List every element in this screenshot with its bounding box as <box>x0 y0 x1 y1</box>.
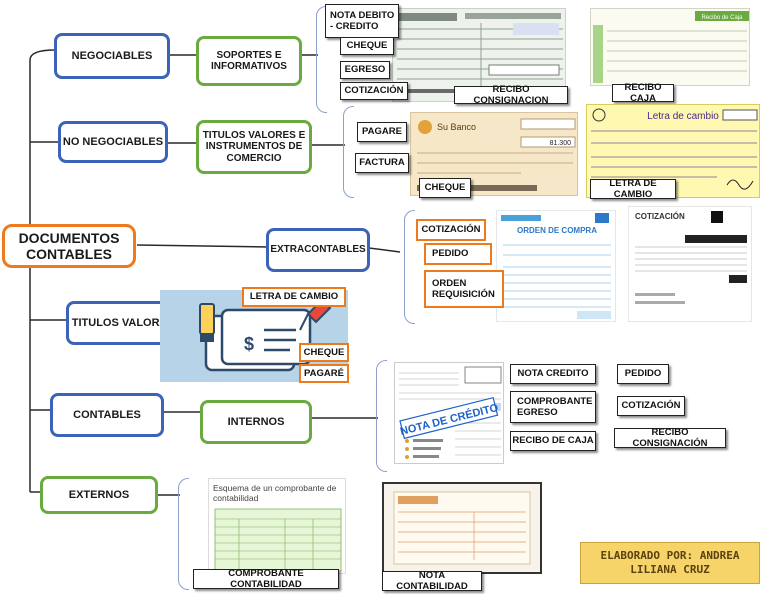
brace-internos <box>376 360 387 472</box>
credit-label: ELABORADO POR: ANDREA LILIANA CRUZ <box>600 549 740 576</box>
orden-title: ORDEN DE COMPRA <box>517 226 597 235</box>
label-cotizacion-3[interactable]: COTIZACIÓN <box>617 396 685 416</box>
sub-titulos-instrumentos[interactable]: TITULOS VALORES E INSTRUMENTOS DE COMERC… <box>196 120 312 174</box>
sub-titulos-instrumentos-label: TITULOS VALORES E INSTRUMENTOS DE COMERC… <box>202 129 306 164</box>
branch-externos-label: EXTERNOS <box>68 488 130 501</box>
bank-name: Su Banco <box>437 122 476 132</box>
brace-extracontables <box>404 210 415 324</box>
label-recibo-de-caja[interactable]: RECIBO DE CAJA <box>510 431 596 451</box>
cotizacion-title: COTIZACIÓN <box>635 212 685 221</box>
branch-no-negociables[interactable]: NO NEGOCIABLES <box>58 121 168 163</box>
comprobante-contabilidad-image: Esquema de un comprobante de contabilida… <box>208 478 346 574</box>
label-cheque[interactable]: CHEQUE <box>340 37 394 55</box>
label-nota-debito[interactable]: NOTA DEBITO - CREDITO <box>325 4 399 38</box>
sub-extracontables[interactable]: EXTRACONTABLES <box>266 228 370 272</box>
sub-soportes[interactable]: SOPORTES E INFORMATIVOS <box>196 36 302 86</box>
label-recibo-caja[interactable]: RECIBO CAJA <box>612 82 674 104</box>
label-letra-cambio-2[interactable]: LETRA DE CAMBIO <box>242 287 346 307</box>
label-letra-cambio[interactable]: LETRA DE CAMBIO <box>590 178 676 200</box>
sub-soportes-label: SOPORTES E INFORMATIVOS <box>211 49 287 73</box>
root-node[interactable]: DOCUMENTOS CONTABLES <box>2 224 136 268</box>
branch-contables-label: CONTABLES <box>73 408 141 421</box>
nota-credito-image: NOTA DE CRÉDITO <box>394 362 504 464</box>
branch-negociables[interactable]: NEGOCIABLES <box>54 33 170 79</box>
label-factura[interactable]: FACTURA <box>355 153 409 173</box>
branch-contables[interactable]: CONTABLES <box>50 393 164 437</box>
brace-titulos <box>343 106 354 198</box>
esquema-title: Esquema de un comprobante de contabilida… <box>213 483 337 504</box>
label-orden-requisicion[interactable]: ORDEN REQUISICIÓN <box>424 270 504 308</box>
brace-externos <box>178 478 189 590</box>
label-recibo-consignacion[interactable]: RECIBO CONSIGNACION <box>454 84 568 106</box>
root-label: DOCUMENTOS CONTABLES <box>18 229 120 262</box>
label-cotizacion[interactable]: COTIZACIÓN <box>340 82 408 100</box>
branch-externos[interactable]: EXTERNOS <box>40 476 158 514</box>
sub-internos[interactable]: INTERNOS <box>200 400 312 444</box>
label-comprobante-contabilidad[interactable]: COMPROBANTE CONTABILIDAD <box>193 568 339 590</box>
label-nota-credito[interactable]: NOTA CREDITO <box>510 364 596 384</box>
letra-title: Letra de cambio <box>647 111 719 122</box>
branch-no-negociables-label: NO NEGOCIABLES <box>62 135 164 148</box>
orden-compra-image: ORDEN DE COMPRA <box>496 210 616 322</box>
label-comprobante-egreso[interactable]: COMPROBANTE EGRESO <box>510 391 596 423</box>
label-pagare[interactable]: PAGARE <box>357 122 407 142</box>
svg-text:$: $ <box>244 334 254 354</box>
label-pagare-2[interactable]: PAGARÉ <box>299 364 349 383</box>
branch-titulos-valores-label: TITULOS VALORES <box>71 316 175 329</box>
recibo-caja-image: Recibo de Caja <box>590 8 750 86</box>
credit-box: ELABORADO POR: ANDREA LILIANA CRUZ <box>580 542 760 584</box>
label-egreso[interactable]: EGRESO <box>340 61 390 79</box>
label-nota-contabilidad[interactable]: NOTA CONTABILIDAD <box>382 570 482 592</box>
nota-contabilidad-image <box>382 482 542 574</box>
label-recibo-consignacion-2[interactable]: RECIBO CONSIGNACIÓN <box>614 427 726 449</box>
label-pedido-2[interactable]: PEDIDO <box>617 364 669 384</box>
label-cheque-3[interactable]: CHEQUE <box>299 343 349 362</box>
recibo-caja-title: Recibo de Caja <box>701 15 743 21</box>
label-pedido[interactable]: PEDIDO <box>424 243 492 265</box>
cotizacion-image: COTIZACIÓN <box>628 206 752 322</box>
label-cotizacion-2[interactable]: COTIZACIÓN <box>416 219 486 241</box>
cheque-amount: 81.300 <box>550 140 572 147</box>
branch-negociables-label: NEGOCIABLES <box>71 49 153 62</box>
sub-extracontables-label: EXTRACONTABLES <box>270 244 366 256</box>
sub-internos-label: INTERNOS <box>227 415 285 428</box>
label-cheque-2[interactable]: CHEQUE <box>419 178 471 198</box>
